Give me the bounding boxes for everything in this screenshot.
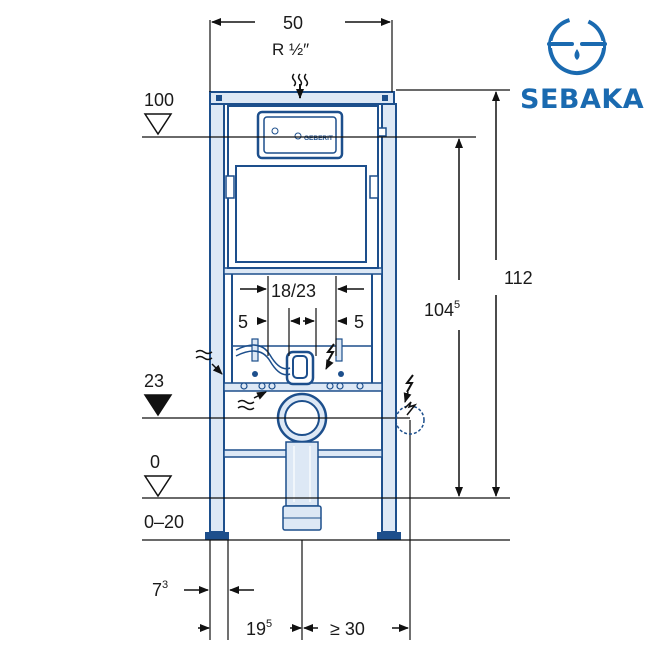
waste-water-icon (237, 391, 267, 411)
level-label-100: 100 (144, 90, 174, 110)
dim-height-tank: 1045 (424, 299, 460, 320)
installation-frame: GEBERIT (205, 73, 401, 540)
level-triangle-filled-icon (143, 394, 173, 417)
reference-lines (142, 20, 510, 640)
level-label-0: 0 (150, 452, 160, 472)
dim-width: 50 (283, 13, 303, 33)
dim-bottom-mid: 195 (246, 618, 272, 639)
plate-brand: GEBERIT (304, 135, 333, 142)
level-triangle-open-icon (143, 113, 173, 136)
floor-range-label: 0–20 (144, 512, 184, 532)
dimension-arrows (184, 18, 500, 632)
dim-inner-span: 18/23 (271, 281, 316, 301)
flush-plate: GEBERIT (256, 110, 344, 160)
dim-bottom-left: 73 (152, 579, 168, 600)
dim-height-total: 112 (504, 268, 533, 288)
level-triangle-open-icon (143, 475, 173, 498)
logo-ring-icon (548, 17, 606, 75)
logo-text: SEBAKA (520, 84, 644, 115)
sebaka-logo: SEBAKA (520, 17, 644, 115)
water-drop-icon (574, 49, 580, 60)
electric-bolt-icon (325, 343, 335, 370)
electric-socket-icon (395, 374, 425, 435)
dim-bottom-right: ≥ 30 (330, 619, 365, 639)
level-markers (143, 113, 173, 498)
level-label-23: 23 (144, 371, 164, 391)
dim-offset-right: 5 (354, 312, 364, 332)
dim-offset-left: 5 (238, 312, 248, 332)
water-inlet-icon (195, 349, 223, 375)
dim-thread: R ½″ (272, 40, 309, 59)
